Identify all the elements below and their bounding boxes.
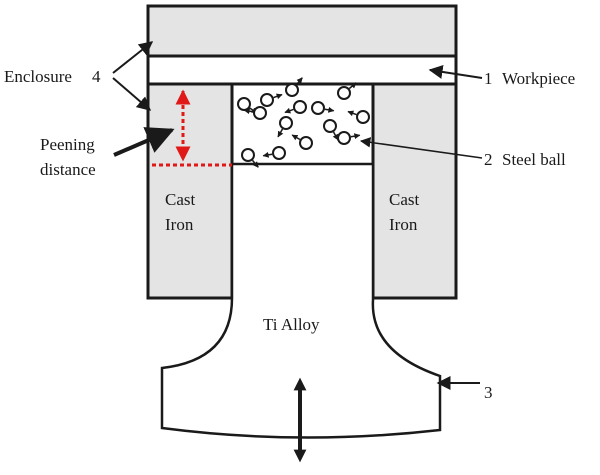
steel-ball <box>285 77 303 97</box>
steel-ball <box>337 82 357 100</box>
enclosure-number: 4 <box>92 67 101 86</box>
workpiece-number: 1 <box>484 69 493 88</box>
steel-ball <box>347 110 370 124</box>
enclosure-leader-2 <box>112 77 152 111</box>
cast-iron-right-line2: Iron <box>389 215 418 234</box>
steel-ball <box>277 116 293 138</box>
steel-ball <box>323 119 339 141</box>
ball-velocity-arrow <box>277 128 284 138</box>
cast-iron-left-line2: Iron <box>165 215 194 234</box>
steel-ball <box>337 131 361 145</box>
ball-velocity-arrow <box>273 93 283 100</box>
steel-ball <box>241 148 259 168</box>
workpiece-plate <box>146 54 458 86</box>
steel-ball-label: Steel ball <box>502 150 566 169</box>
workpiece-leader <box>428 64 483 79</box>
steel-ball <box>311 101 335 115</box>
steel-ball <box>262 146 286 160</box>
cast-iron-right-line1: Cast <box>389 190 420 209</box>
steel-ball <box>284 100 307 114</box>
ball-velocity-arrow <box>291 134 301 141</box>
steel-ball <box>260 93 283 107</box>
ball-velocity-arrow <box>350 133 361 140</box>
enclosure-leader-1 <box>112 41 154 74</box>
horn-number: 3 <box>484 383 493 402</box>
ball-velocity-arrow <box>348 82 357 90</box>
cast-iron-right <box>371 82 458 300</box>
steel-ball <box>291 134 313 150</box>
enclosure-label: Enclosure <box>4 67 72 86</box>
ball-velocity-arrow <box>251 159 259 168</box>
steel-ball-leader <box>359 137 483 159</box>
ball-velocity-arrow <box>295 77 303 86</box>
peening-label-line2: distance <box>40 160 96 179</box>
steel-balls-group <box>237 77 370 168</box>
ball-velocity-arrow <box>332 131 339 141</box>
ball-velocity-arrow <box>262 151 273 158</box>
ball-velocity-arrow <box>324 106 335 113</box>
steel-ball-number: 2 <box>484 150 493 169</box>
ball-velocity-arrow <box>284 107 294 114</box>
ball-velocity-arrow <box>243 108 254 115</box>
ball-velocity-arrow <box>347 110 357 117</box>
workpiece-label: Workpiece <box>502 69 575 88</box>
peening-leader <box>113 127 175 157</box>
enclosure-top <box>146 4 458 58</box>
cast-iron-left-line1: Cast <box>165 190 196 209</box>
ti-alloy-label: Ti Alloy <box>263 315 320 334</box>
steel-ball <box>243 106 267 120</box>
peening-label-line1: Peening <box>40 135 95 154</box>
